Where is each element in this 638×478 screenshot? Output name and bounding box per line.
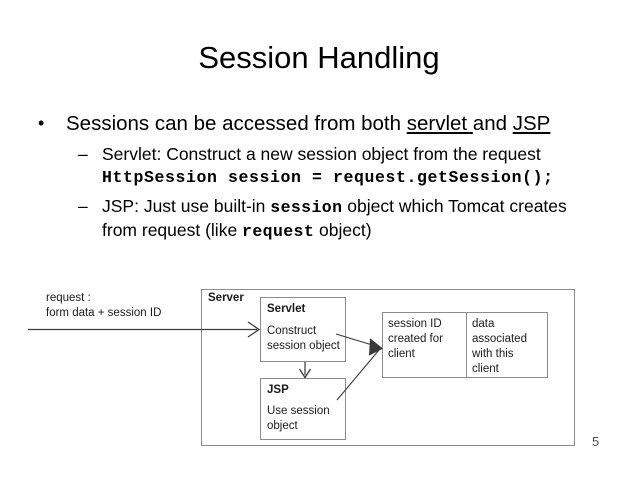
jsp-box-title: JSP [267,384,289,396]
jsp-box-body: Use session object [267,405,330,432]
session-table-cell-session-id: session ID created for client [388,318,443,360]
request-label: request : form data + session ID [46,292,162,319]
servlet-box [260,297,346,362]
slide-page-number: 5 [592,434,600,449]
bullet-level2-jsp: –JSP: Just use built-in session object w… [26,195,626,219]
dash-marker-icon: – [78,196,88,216]
dash-marker-icon: – [78,144,88,164]
bullet-list: • Sessions can be accessed from both serv… [26,110,626,243]
session-table-column-divider [466,312,467,378]
jsp-inline-code-session: session [270,198,343,217]
jsp-description-line2-part2: object) [314,220,372,240]
jsp-description-part2: object which Tomcat creates [342,196,567,216]
session-table-cell-data: data associated with this client [472,318,527,375]
bullet-level1-underlined-jsp: JSP [512,112,551,135]
bullet-level1-text-before: Sessions can be accessed from both [66,112,407,135]
jsp-inline-code-request: request [242,222,315,241]
server-container-box [201,289,575,446]
servlet-box-body: Construct session object [267,325,340,352]
servlet-code-snippet: HttpSession session = request.getSession… [102,168,554,187]
bullet-level1: • Sessions can be accessed from both serv… [26,110,626,138]
server-label: Server [208,292,244,304]
bullet-dot-icon: • [38,113,45,133]
bullet-level1-text-middle: and [472,112,513,135]
bullet-level1-underlined-servlet: servlet [406,112,473,135]
jsp-description-line2: from request (like request object) [26,219,626,243]
bullet-level2-servlet: –Servlet: Construct a new session object… [26,143,626,166]
servlet-description-text: Servlet: Construct a new session object … [102,144,541,164]
page-title: Session Handling [198,40,440,75]
jsp-description-line2-part1: from request (like [102,220,243,240]
servlet-box-title: Servlet [267,303,306,315]
jsp-description-part1: JSP: Just use built-in [102,196,271,216]
